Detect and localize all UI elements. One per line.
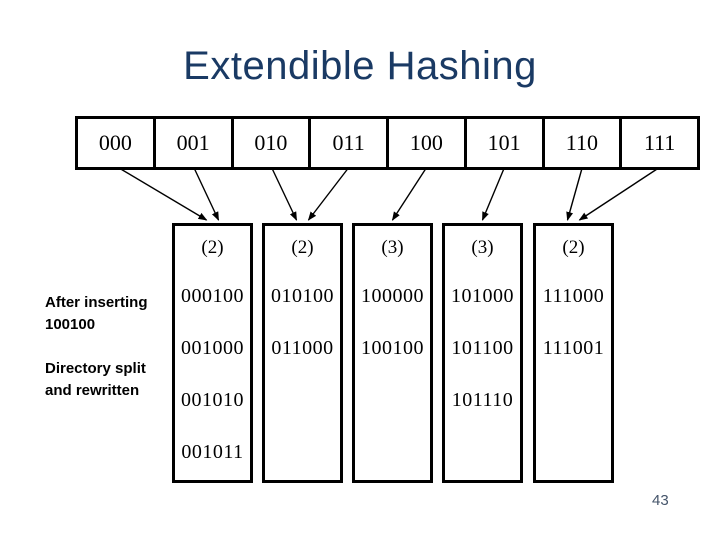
pointer-arrow xyxy=(117,166,208,221)
pointer-arrow xyxy=(270,166,298,221)
bucket-3-value: 100100 xyxy=(361,336,424,359)
directory-entry-001: 001 xyxy=(152,119,231,167)
directory-entry-110: 110 xyxy=(541,119,620,167)
annotation-line: Directory split xyxy=(45,360,146,377)
bucket-2-value: 010100 xyxy=(271,284,334,307)
hash-directory: 000 001 010 011 100 101 110 111 xyxy=(75,116,700,170)
bucket-3: (3) 100000 100100 xyxy=(352,223,433,483)
annotation-directory-split: Directory split and rewritten xyxy=(45,358,175,402)
pointer-arrow xyxy=(566,166,584,221)
pointer-arrow xyxy=(578,166,661,221)
bucket-5-value xyxy=(536,426,611,478)
pointer-arrow xyxy=(481,166,506,221)
pointer-arrow xyxy=(192,166,220,221)
bucket-5-value: 111001 xyxy=(542,336,605,359)
bucket-1-value: 001010 xyxy=(181,388,244,411)
bucket-2-value xyxy=(265,426,340,478)
bucket-4: (3) 101000 101100 101110 xyxy=(442,223,523,483)
bucket-1-value: 001000 xyxy=(181,336,244,359)
annotation-after-inserting: After inserting 100100 xyxy=(45,292,175,336)
bucket-4-value: 101000 xyxy=(451,284,514,307)
bucket-3-depth: (3) xyxy=(381,237,404,258)
bucket-3-value xyxy=(355,426,430,478)
pointer-arrow xyxy=(307,166,350,221)
directory-entry-111: 111 xyxy=(619,119,697,167)
bucket-5: (2) 111000 111001 xyxy=(533,223,614,483)
bucket-2: (2) 010100 011000 xyxy=(262,223,343,483)
bucket-4-value: 101100 xyxy=(451,336,514,359)
bucket-2-depth: (2) xyxy=(291,237,314,258)
bucket-2-value: 011000 xyxy=(271,336,334,359)
bucket-3-value xyxy=(355,374,430,426)
annotation-line: 100100 xyxy=(45,316,96,333)
directory-entry-000: 000 xyxy=(98,130,132,155)
bucket-4-depth: (3) xyxy=(471,237,494,258)
directory-entry-101: 101 xyxy=(463,119,542,167)
bucket-3-value: 100000 xyxy=(361,284,424,307)
pointer-arrow xyxy=(391,166,428,221)
bucket-1-value: 001011 xyxy=(181,440,244,463)
bucket-1-value: 000100 xyxy=(181,284,244,307)
directory-entry-100: 100 xyxy=(386,119,464,167)
annotation-line: After inserting xyxy=(45,294,148,311)
slide-title: Extendible Hashing xyxy=(183,44,537,88)
bucket-1-depth: (2) xyxy=(201,237,224,258)
bucket-1: (2) 000100 001000 001010 001011 xyxy=(172,223,253,483)
bucket-4-value xyxy=(445,426,520,478)
bucket-5-value xyxy=(536,374,611,426)
bucket-2-value xyxy=(265,374,340,426)
page-number: 43 xyxy=(652,492,669,509)
directory-entry-011: 011 xyxy=(308,119,386,167)
annotation-line: and rewritten xyxy=(45,382,140,399)
bucket-4-value: 101110 xyxy=(451,388,514,411)
directory-entry-010: 010 xyxy=(230,119,309,167)
bucket-5-depth: (2) xyxy=(562,237,585,258)
bucket-5-value: 111000 xyxy=(542,284,605,307)
